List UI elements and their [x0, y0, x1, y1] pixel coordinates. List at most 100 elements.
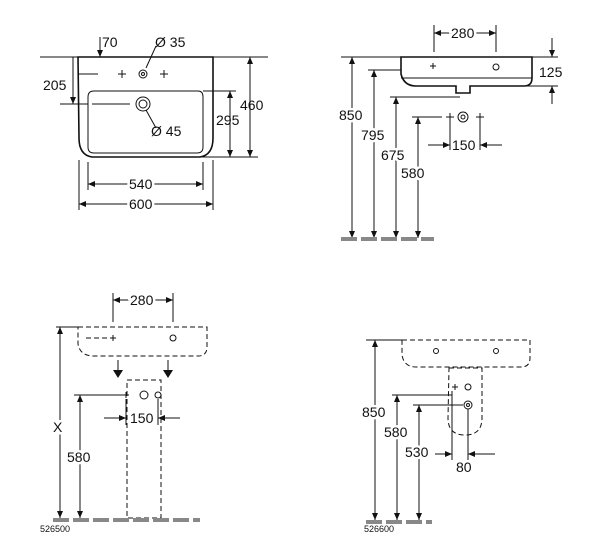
arrow — [113, 297, 120, 303]
dim-x: X — [53, 419, 63, 435]
arrow — [77, 395, 83, 402]
mounting-arrows — [113, 360, 173, 378]
waste-hole-inner — [138, 99, 148, 109]
side-view: 280 125 850 795 675 580 — [337, 23, 563, 241]
dim-580: 580 — [384, 424, 408, 440]
supply-right — [464, 383, 472, 391]
tap-hole-right — [160, 70, 168, 78]
waste-hole — [92, 96, 151, 112]
arrow — [394, 395, 400, 402]
supply-left — [446, 113, 454, 121]
dim-540: 540 — [129, 176, 153, 192]
dim-tap-hole: Ø 35 — [155, 34, 186, 50]
supply-left — [123, 392, 129, 398]
arrow — [227, 150, 233, 157]
arrow — [434, 30, 441, 36]
waste-connection — [139, 390, 149, 400]
arrow — [549, 50, 555, 57]
arrow — [247, 150, 253, 157]
arrow — [416, 405, 422, 412]
arrow — [371, 231, 377, 238]
pedestal-dashed — [126, 379, 162, 519]
waste-connection-dot — [466, 403, 470, 407]
arrow — [206, 201, 213, 207]
arrow — [349, 57, 355, 64]
tap-mark — [433, 348, 439, 354]
pedestal-view: 280 150 X 580 526500 — [40, 290, 208, 534]
arrow — [119, 415, 126, 421]
overflow-mark — [493, 348, 499, 354]
waste-connection-dot — [460, 114, 466, 120]
basin-outline-dashed — [77, 326, 208, 357]
arrow — [480, 142, 487, 148]
tap-holes — [118, 69, 168, 79]
tap-mark — [430, 63, 436, 69]
dim-70: 70 — [102, 34, 118, 50]
arrow — [445, 451, 452, 457]
overflow-mark — [169, 334, 177, 342]
arrow — [372, 340, 378, 347]
dim-850: 850 — [339, 107, 363, 123]
arrow — [57, 511, 63, 518]
arrow — [393, 97, 399, 104]
tap-hole-left — [118, 70, 126, 78]
arrow — [247, 57, 253, 64]
dim-580: 580 — [67, 449, 91, 465]
arrow — [113, 370, 123, 378]
overflow-mark — [492, 63, 500, 71]
arrow — [416, 513, 422, 520]
arrow — [158, 415, 165, 421]
dim-280: 280 — [130, 292, 154, 308]
supply-right — [154, 391, 162, 399]
arrow — [415, 117, 421, 124]
dim-795: 795 — [361, 127, 385, 143]
arrow — [372, 513, 378, 520]
arrow — [415, 231, 421, 238]
semi-pedestal-view: 850 580 530 80 526600 — [360, 339, 531, 534]
dim-80: 80 — [456, 459, 472, 475]
arrow — [227, 91, 233, 98]
supply-right — [476, 113, 484, 121]
arrow — [393, 231, 399, 238]
tap-mark — [110, 335, 116, 341]
basin-bowl — [87, 90, 204, 154]
dim-530: 530 — [405, 444, 429, 460]
arrow — [443, 142, 450, 148]
dim-waste-hole: Ø 45 — [151, 123, 182, 139]
arrow — [79, 201, 86, 207]
tap-hole-center — [138, 69, 148, 79]
dim-580: 580 — [401, 165, 425, 181]
dim-675: 675 — [381, 147, 405, 163]
product-code: 526600 — [364, 524, 394, 534]
dim-280: 280 — [451, 25, 475, 41]
dim-295: 295 — [216, 112, 240, 128]
basin-outline-dashed — [401, 339, 531, 368]
arrow — [394, 513, 400, 520]
semi-pedestal-dashed — [447, 367, 483, 436]
arrow — [97, 50, 103, 57]
arrow — [70, 97, 76, 104]
dim-850: 850 — [362, 404, 386, 420]
product-code: 526500 — [40, 524, 70, 534]
waste-connection — [457, 111, 469, 123]
arrow — [163, 370, 173, 378]
basin-profile — [400, 56, 533, 94]
dim-600: 600 — [129, 196, 153, 212]
arrow — [88, 181, 95, 187]
dim-460: 460 — [240, 97, 264, 113]
arrow — [57, 327, 63, 334]
leader-35 — [145, 45, 157, 69]
arrow — [166, 297, 173, 303]
arrow — [77, 511, 83, 518]
arrow — [349, 231, 355, 238]
arrow — [371, 70, 377, 77]
dim-125: 125 — [539, 64, 563, 80]
arrow — [468, 451, 475, 457]
tap-hole-center-dot — [141, 72, 145, 76]
arrow — [549, 86, 555, 93]
arrow — [489, 30, 496, 36]
arrow — [196, 181, 203, 187]
dim-150: 150 — [452, 137, 476, 153]
supply-left — [452, 384, 458, 390]
